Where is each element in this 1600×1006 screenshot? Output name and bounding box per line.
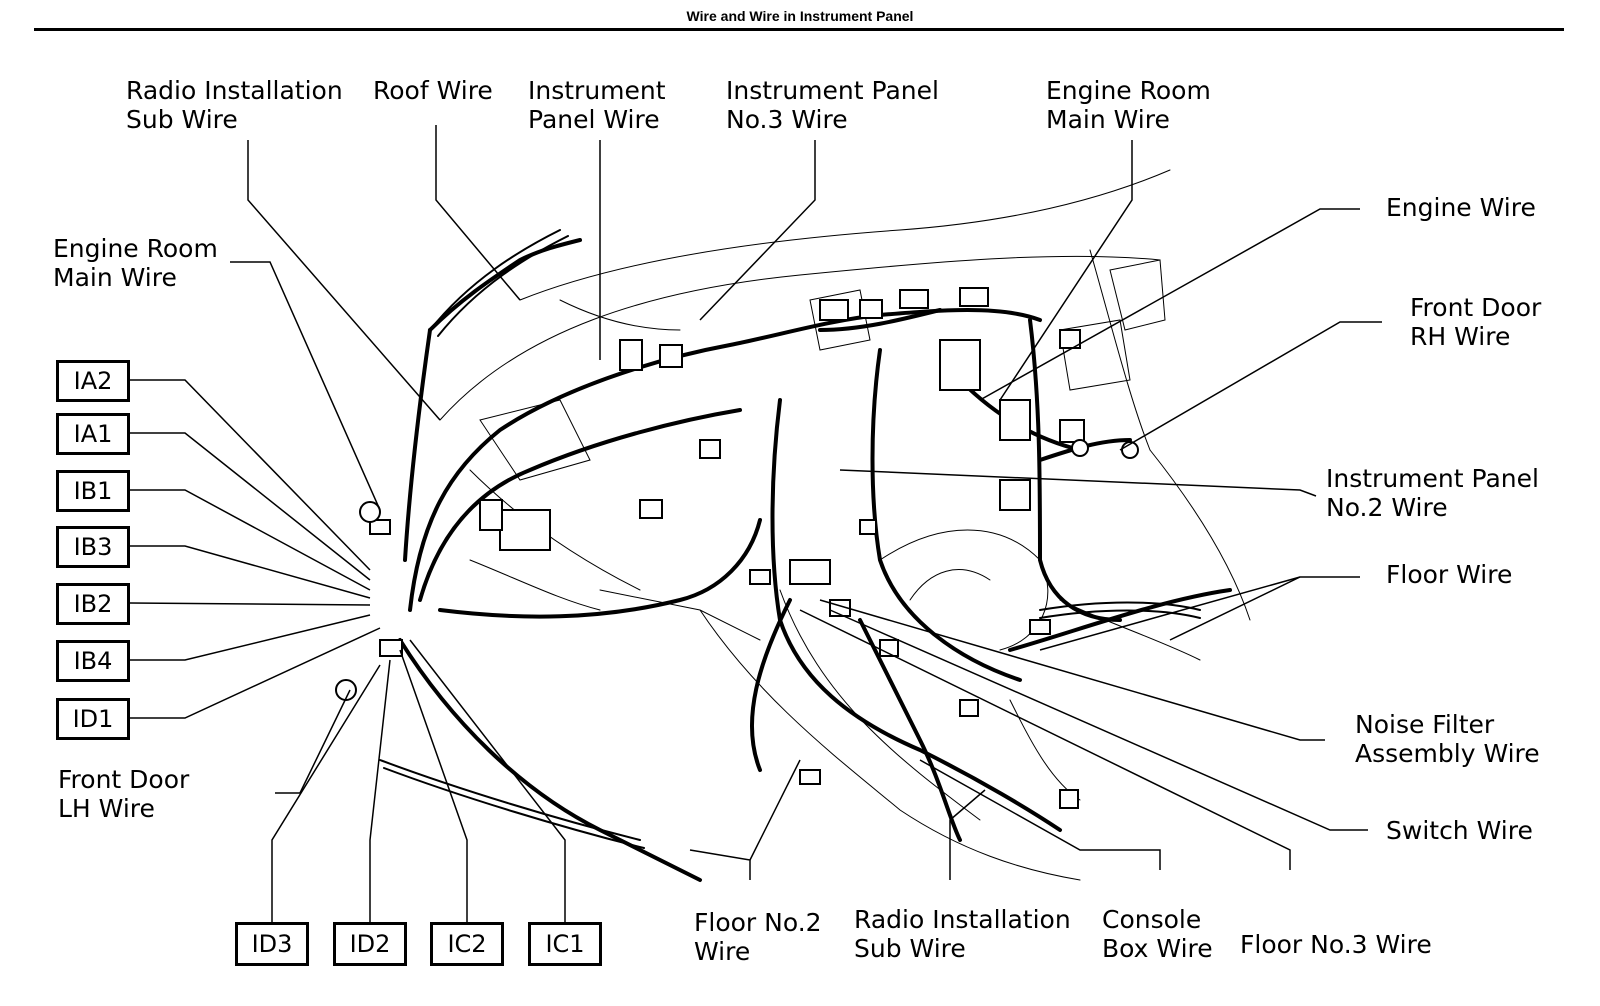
- connector-box-id1: ID1: [56, 698, 130, 740]
- connector-box-ic2: IC2: [430, 922, 504, 966]
- round-connectors: [335, 439, 1139, 701]
- connector-box-ib1: IB1: [56, 470, 130, 512]
- vehicle-outline: [439, 169, 1251, 881]
- connector-blocks: [369, 287, 1085, 809]
- connector-box-id3: ID3: [235, 922, 309, 966]
- leader-lines: [129, 125, 1382, 922]
- label-engine-room-main-wire-left: Engine Room Main Wire: [53, 234, 218, 292]
- label-switch-wire: Switch Wire: [1386, 816, 1533, 845]
- label-floor-no3-wire: Floor No.3 Wire: [1240, 930, 1432, 959]
- page-title: Wire and Wire in Instrument Panel: [686, 8, 914, 24]
- connector-box-ib3: IB3: [56, 526, 130, 568]
- harness-bundles-double: [379, 229, 1201, 849]
- connector-box-ib2: IB2: [56, 583, 130, 625]
- label-instrument-panel-wire: Instrument Panel Wire: [528, 76, 666, 134]
- label-floor-wire: Floor Wire: [1386, 560, 1513, 589]
- connector-box-ia2: IA2: [56, 360, 130, 402]
- label-instrument-panel-no3-wire: Instrument Panel No.3 Wire: [726, 76, 939, 134]
- label-instrument-panel-no2-wire: Instrument Panel No.2 Wire: [1326, 464, 1539, 522]
- label-engine-wire: Engine Wire: [1386, 193, 1536, 222]
- label-radio-installation-sub-wire-top: Radio Installation Sub Wire: [126, 76, 343, 134]
- connector-box-ia1: IA1: [56, 413, 130, 455]
- title-rule: [34, 28, 1564, 31]
- label-front-door-rh-wire: Front Door RH Wire: [1410, 293, 1542, 351]
- connector-box-id2: ID2: [333, 922, 407, 966]
- connector-box-ic1: IC1: [528, 922, 602, 966]
- label-roof-wire: Roof Wire: [373, 76, 493, 105]
- label-radio-installation-sub-wire-bottom: Radio Installation Sub Wire: [854, 905, 1071, 963]
- label-engine-room-main-wire-right: Engine Room Main Wire: [1046, 76, 1211, 134]
- label-console-box-wire: Console Box Wire: [1102, 905, 1213, 963]
- label-noise-filter-assembly-wire: Noise Filter Assembly Wire: [1355, 710, 1540, 768]
- label-floor-no2-wire: Floor No.2 Wire: [694, 908, 822, 966]
- connector-box-ib4: IB4: [56, 640, 130, 682]
- harness-bundles: [398, 238, 1232, 882]
- label-front-door-lh-wire: Front Door LH Wire: [58, 765, 190, 823]
